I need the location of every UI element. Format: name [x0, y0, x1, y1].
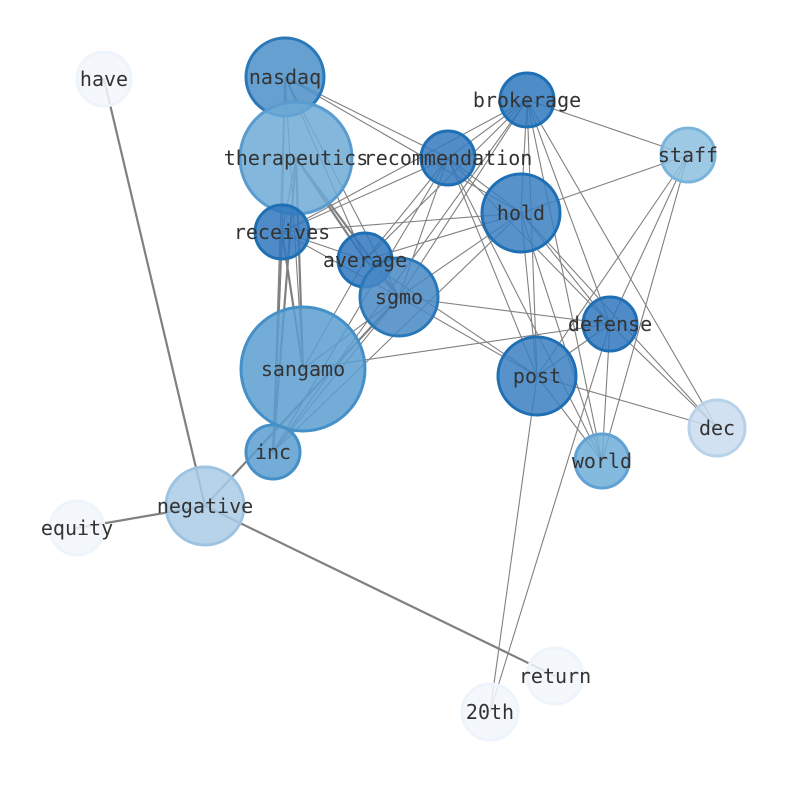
node-sgmo[interactable] — [358, 256, 440, 338]
node-label-hold: hold — [497, 201, 545, 225]
edge-defense-20th — [489, 323, 611, 713]
node-label-have: have — [80, 67, 128, 91]
edge-brokerage-dec — [526, 99, 718, 429]
edge-staff-defense — [609, 154, 689, 325]
node-return[interactable] — [525, 646, 585, 706]
node-label-equity: equity — [41, 516, 113, 540]
node-receives[interactable] — [253, 203, 311, 261]
node-staff[interactable] — [659, 126, 717, 184]
node-label-receives: receives — [234, 220, 330, 244]
node-dec[interactable] — [687, 398, 747, 458]
node-world[interactable] — [573, 432, 631, 490]
labels-layer: nasdaq therapeutics brokerage recommendatio… — [41, 65, 735, 724]
node-label-sangamo: sangamo — [261, 357, 345, 381]
node-hold[interactable] — [480, 172, 562, 254]
node-brokerage[interactable] — [498, 71, 556, 129]
node-label-20th: 20th — [466, 700, 514, 724]
edge-have-negative — [102, 77, 207, 508]
node-20th[interactable] — [460, 682, 520, 742]
edge-recommendation-world — [447, 157, 603, 462]
node-label-dec: dec — [699, 416, 735, 440]
edge-negative-return — [203, 504, 557, 678]
node-sangamo[interactable] — [239, 305, 367, 433]
node-label-post: post — [513, 364, 561, 388]
node-label-return: return — [519, 664, 591, 688]
node-post[interactable] — [496, 335, 578, 417]
node-label-therapeutics: therapeutics — [224, 146, 369, 170]
node-label-average: average — [323, 248, 407, 272]
node-inc[interactable] — [244, 423, 302, 481]
edges-layer — [75, 76, 718, 713]
node-label-defense: defense — [568, 312, 652, 336]
edge-hold-world — [520, 212, 603, 462]
node-label-sgmo: sgmo — [375, 285, 423, 309]
node-negative[interactable] — [164, 465, 246, 547]
node-label-world: world — [572, 449, 632, 473]
node-defense[interactable] — [581, 295, 639, 353]
edge-brokerage-defense — [526, 99, 611, 325]
edge-receives-brokerage — [281, 99, 528, 233]
node-label-inc: inc — [255, 440, 291, 464]
node-label-staff: staff — [658, 143, 718, 167]
edge-post-20th — [489, 375, 538, 713]
node-label-nasdaq: nasdaq — [249, 65, 321, 89]
node-equity[interactable] — [48, 499, 106, 557]
node-label-brokerage: brokerage — [473, 88, 581, 112]
edge-brokerage-world — [526, 99, 603, 462]
edge-nasdaq-hold — [284, 76, 522, 214]
edge-receives-recommendation — [281, 157, 449, 233]
node-recommendation[interactable] — [419, 129, 477, 187]
node-label-negative: negative — [157, 494, 253, 518]
nodes-layer — [48, 36, 747, 742]
node-label-recommendation: recommendation — [364, 146, 533, 170]
edge-staff-world — [601, 154, 689, 462]
node-have[interactable] — [75, 50, 133, 108]
